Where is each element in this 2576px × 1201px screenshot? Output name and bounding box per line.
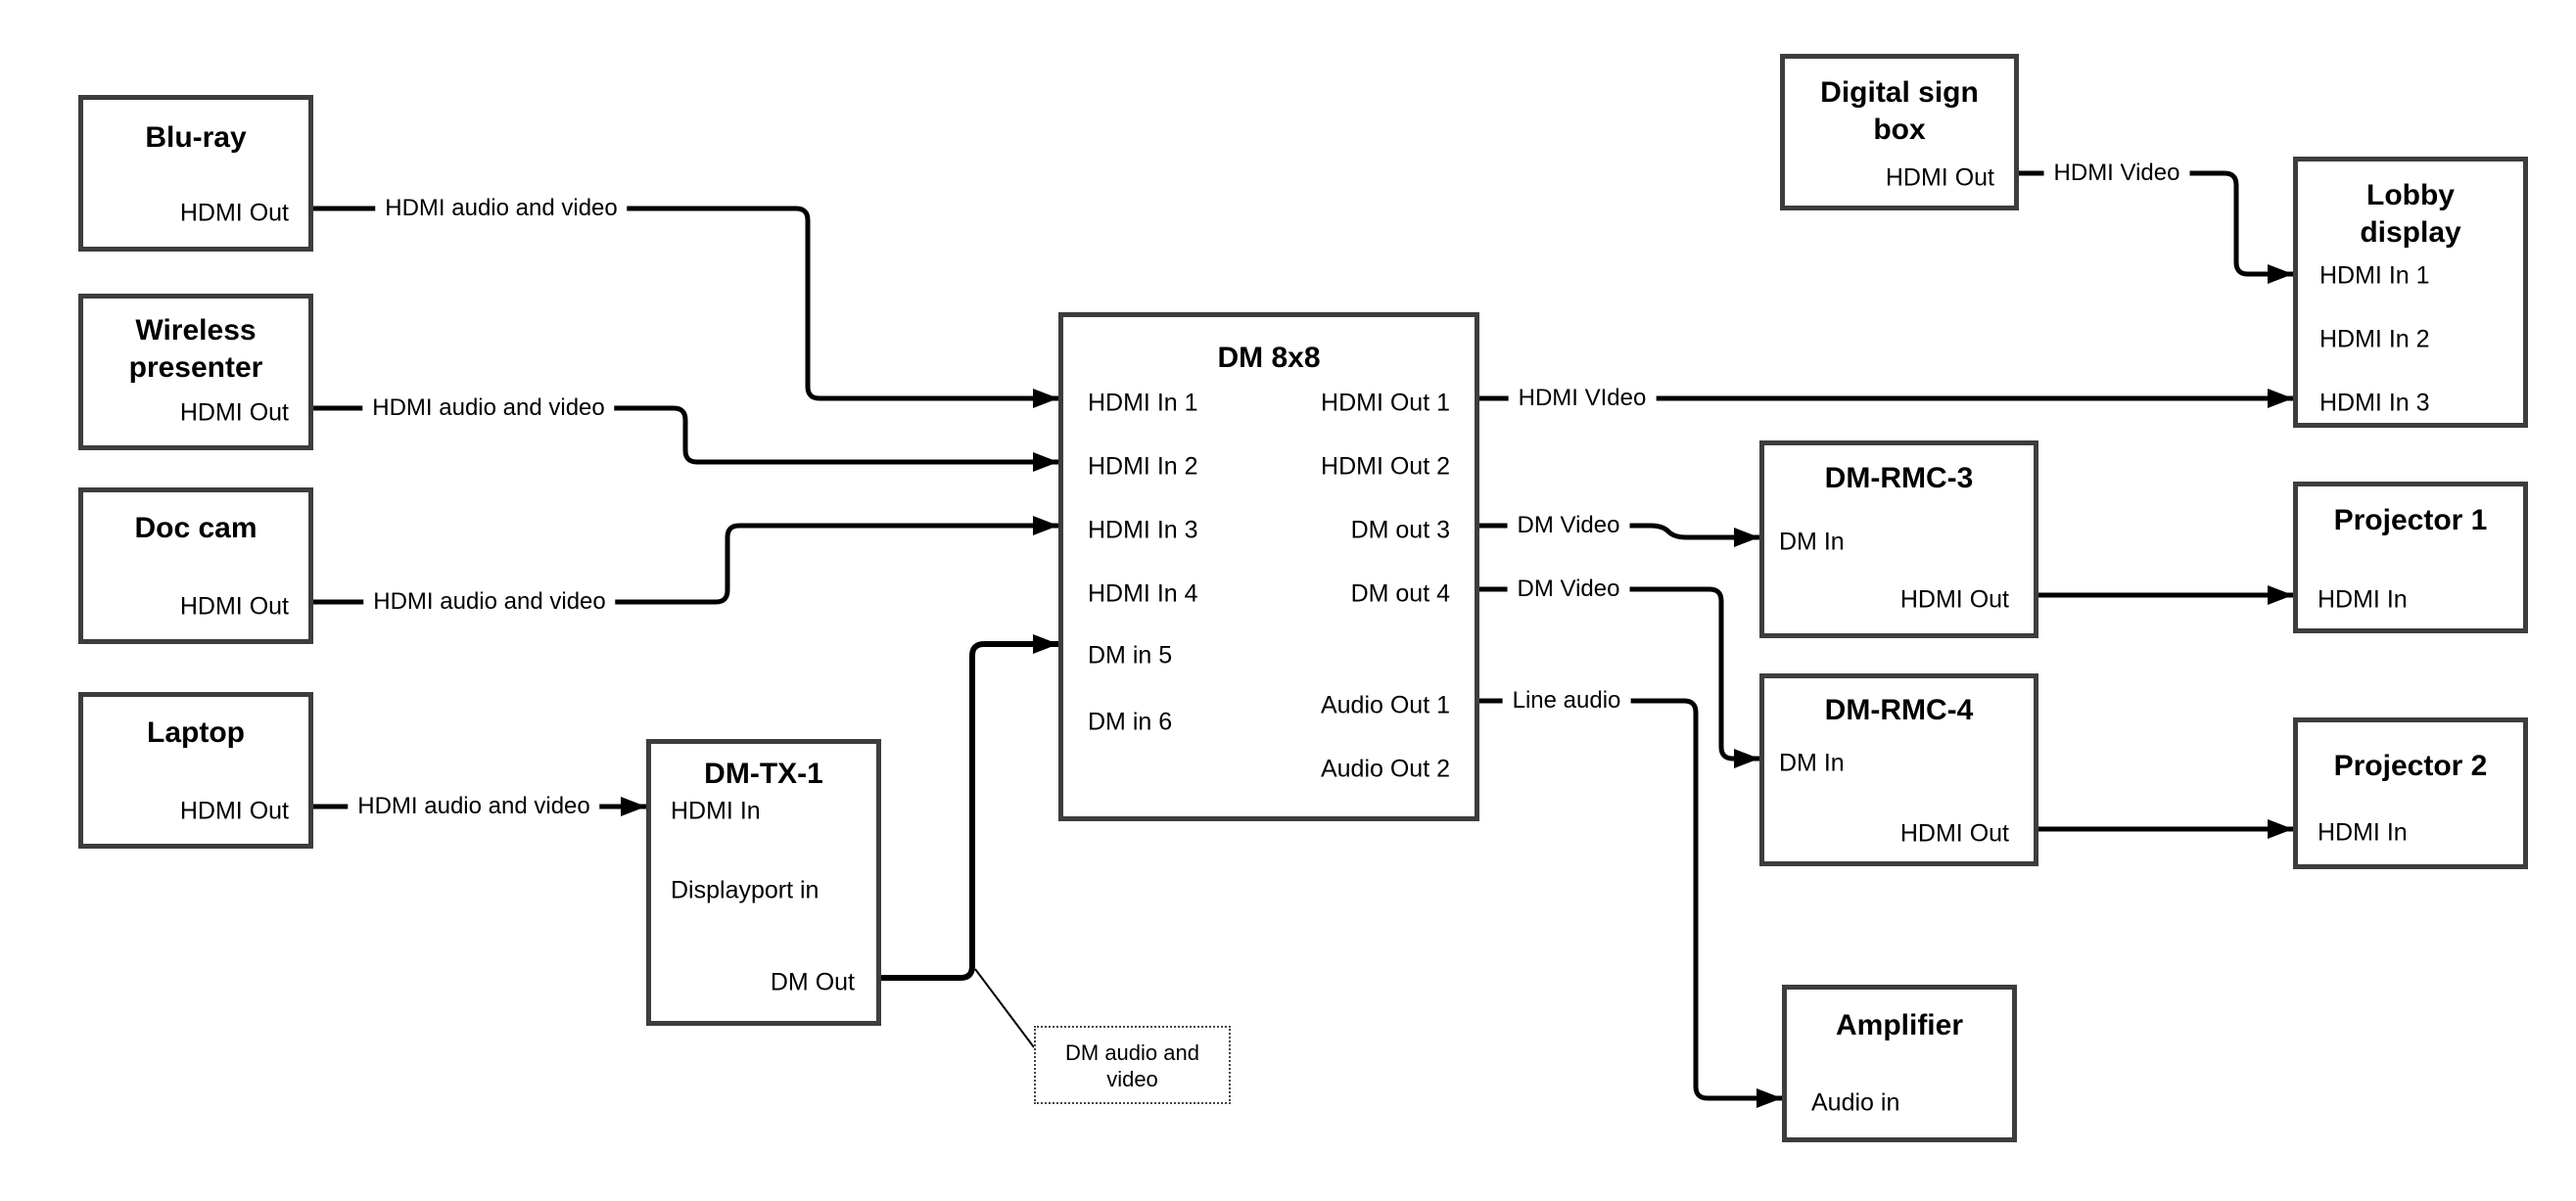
port-dm8x8-dm-in-5: DM in 5 (1088, 641, 1173, 670)
wire-label-digitalsign-hdmi-video: HDMI Video (2043, 158, 2190, 189)
device-lobby-display: Lobby display HDMI In 1 HDMI In 2 HDMI I… (2293, 157, 2528, 428)
wire-label-wireless-hdmi-av: HDMI audio and video (362, 393, 615, 424)
note-line2: video (1106, 1067, 1158, 1091)
device-lobby-title-line1: Lobby (2366, 179, 2455, 211)
device-digital-sign-title-line1: Digital sign (1820, 76, 1979, 109)
port-dm8x8-hdmi-in-2: HDMI In 2 (1088, 452, 1198, 481)
device-bluray: Blu-ray HDMI Out (78, 95, 313, 252)
note-dm-audio-and-video: DM audio and video (1034, 1026, 1231, 1104)
device-laptop-title: Laptop (147, 716, 245, 749)
wire-label-bluray-hdmi-av: HDMI audio and video (375, 193, 628, 224)
device-dm-rmc-3: DM-RMC-3 DM In HDMI Out (1759, 440, 2038, 638)
port-doccam-hdmi-out: HDMI Out (179, 592, 289, 621)
port-lobby-hdmi-in-1: HDMI In 1 (2319, 261, 2430, 290)
device-wireless-title-line1: Wireless (135, 314, 257, 346)
wire-label-laptop-hdmi-av: HDMI audio and video (348, 791, 600, 822)
port-wireless-hdmi-out: HDMI Out (179, 398, 289, 427)
port-dmtx1-hdmi-in: HDMI In (671, 797, 761, 825)
port-bluray-hdmi-out: HDMI Out (179, 199, 289, 227)
wire-dmtx1-dmout-to-dm8x8-dm-in5 (881, 634, 1058, 981)
port-dm8x8-audio-out-1: Audio Out 1 (1320, 691, 1450, 719)
port-dm8x8-hdmi-in-4: HDMI In 4 (1088, 579, 1198, 608)
device-digital-sign-title-line2: box (1873, 114, 1926, 146)
device-wireless-title-line2: presenter (128, 351, 263, 384)
device-dm-rmc-4: DM-RMC-4 DM In HDMI Out (1759, 673, 2038, 866)
device-dm-rmc-4-title: DM-RMC-4 (1824, 694, 1974, 726)
device-digital-sign-box: Digital sign box HDMI Out (1780, 54, 2019, 210)
callout-line-dm-audio-video (974, 968, 1035, 1048)
port-dmtx1-displayport-in: Displayport in (671, 876, 820, 904)
wire-label-hdmi-out1-video: HDMI VIdeo (1508, 383, 1657, 414)
port-dm8x8-dm-out-3: DM out 3 (1350, 516, 1450, 544)
port-dmrmc3-hdmi-out: HDMI Out (1899, 585, 2009, 614)
device-dm-8x8-title: DM 8x8 (1217, 342, 1321, 374)
port-projector2-hdmi-in: HDMI In (2318, 818, 2408, 847)
port-projector1-hdmi-in: HDMI In (2318, 585, 2408, 614)
port-lobby-hdmi-in-3: HDMI In 3 (2319, 389, 2430, 417)
wire-dm8x8-dmout4-to-dmrmc4 (1479, 586, 1759, 768)
port-dm8x8-dm-out-4: DM out 4 (1350, 579, 1450, 608)
wire-label-dmout3-dm-video: DM Video (1507, 510, 1630, 541)
port-dm8x8-hdmi-in-1: HDMI In 1 (1088, 389, 1198, 417)
wire-bluray-to-dm8x8-hdmi-in1 (313, 206, 1058, 408)
device-dm-tx-1: DM-TX-1 HDMI In Displayport in DM Out (646, 739, 881, 1026)
device-lobby-title-line2: display (2360, 216, 2461, 249)
port-dmrmc4-dm-in: DM In (1779, 749, 1845, 777)
device-amplifier: Amplifier Audio in (1782, 985, 2017, 1142)
device-projector-1: Projector 1 HDMI In (2293, 482, 2528, 633)
port-dmrmc4-hdmi-out: HDMI Out (1899, 819, 2009, 848)
device-projector-1-title: Projector 1 (2333, 504, 2488, 536)
wire-doccam-to-dm8x8-hdmi-in3 (313, 516, 1058, 605)
device-bluray-title: Blu-ray (145, 121, 247, 154)
device-wireless-presenter: Wireless presenter HDMI Out (78, 294, 313, 450)
port-dm8x8-audio-out-2: Audio Out 2 (1320, 755, 1450, 783)
device-doc-cam-title: Doc cam (134, 512, 258, 544)
device-projector-2-title: Projector 2 (2333, 750, 2488, 782)
device-dm-tx-1-title: DM-TX-1 (704, 758, 823, 790)
port-dm8x8-dm-in-6: DM in 6 (1088, 708, 1173, 736)
wire-digitalsign-to-lobby-hdmi-in1 (2019, 170, 2293, 284)
wire-label-audioout1-line-audio: Line audio (1502, 685, 1631, 716)
wire-dm8x8-dmout3-to-dmrmc3 (1479, 523, 1759, 547)
port-digitalsign-hdmi-out: HDMI Out (1885, 163, 1994, 192)
port-dm8x8-hdmi-out-1: HDMI Out 1 (1321, 389, 1450, 417)
device-dm-rmc-3-title: DM-RMC-3 (1824, 462, 1974, 494)
note-line1: DM audio and (1065, 1040, 1199, 1065)
port-dmtx1-dm-out: DM Out (770, 968, 855, 996)
wire-wireless-to-dm8x8-hdmi-in2 (313, 405, 1058, 472)
port-amplifier-audio-in: Audio in (1811, 1088, 1900, 1117)
port-dm8x8-hdmi-out-2: HDMI Out 2 (1321, 452, 1450, 481)
port-dm8x8-hdmi-in-3: HDMI In 3 (1088, 516, 1198, 544)
wire-label-doccam-hdmi-av: HDMI audio and video (363, 586, 616, 618)
wire-label-dmout4-dm-video: DM Video (1507, 574, 1630, 605)
device-laptop: Laptop HDMI Out (78, 692, 313, 849)
device-projector-2: Projector 2 HDMI In (2293, 717, 2528, 869)
port-dmrmc3-dm-in: DM In (1779, 528, 1845, 556)
port-laptop-hdmi-out: HDMI Out (179, 797, 289, 825)
wire-dm8x8-audioout1-to-amplifier (1479, 698, 1782, 1108)
port-lobby-hdmi-in-2: HDMI In 2 (2319, 325, 2430, 353)
device-dm-8x8: DM 8x8 HDMI In 1 HDMI In 2 HDMI In 3 HDM… (1058, 312, 1479, 821)
device-amplifier-title: Amplifier (1835, 1009, 1964, 1041)
device-doc-cam: Doc cam HDMI Out (78, 487, 313, 644)
